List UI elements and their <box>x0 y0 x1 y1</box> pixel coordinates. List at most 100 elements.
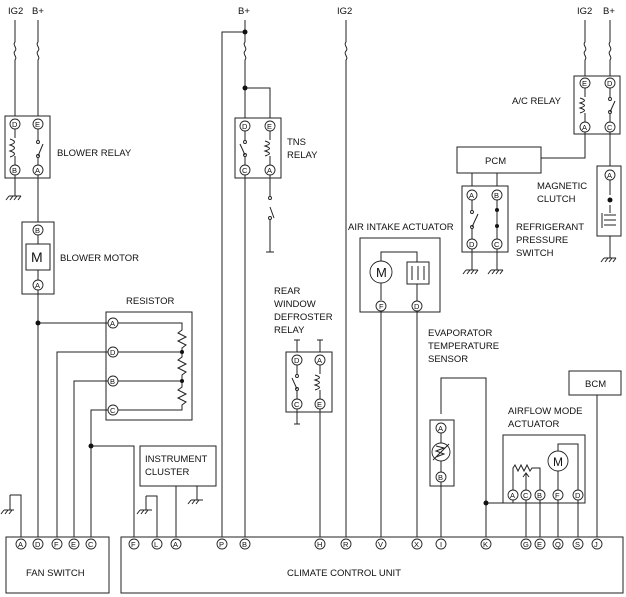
pin-b: B <box>110 377 115 386</box>
resistor-label: RESISTOR <box>126 296 175 307</box>
relay-switch-icon <box>609 100 616 113</box>
ccu-pin-i: I <box>440 540 442 549</box>
climate-control-unit-label: CLIMATE CONTROL UNIT <box>287 568 401 579</box>
pin-a: A <box>35 281 40 290</box>
pin-c: C <box>88 540 94 549</box>
refrigerant-pressure-switch: A B D C REFRIGERANT PRESSURE SWITCH <box>461 185 584 259</box>
airflow-label-2: ACTUATOR <box>508 419 560 430</box>
defroster-label-4: RELAY <box>274 325 305 336</box>
ccu-pin-h: H <box>317 540 322 549</box>
pin-d: D <box>35 540 41 549</box>
blower-relay: D E B A BLOWER RELAY <box>4 115 132 179</box>
instrument-cluster-label-1: INSTRUMENT <box>145 454 207 465</box>
ground-symbol <box>5 175 22 201</box>
refrigerant-label-1: REFRIGERANT <box>516 222 584 233</box>
pin-c: C <box>242 166 248 175</box>
ccu-pin-a: A <box>173 540 178 549</box>
fan-switch: A D F E C FAN SWITCH <box>5 536 110 594</box>
ground-symbol <box>462 249 479 275</box>
ig2-label-2: IG2 <box>337 6 352 17</box>
power-sources: IG2 B+ B+ IG2 IG2 B+ <box>8 6 615 17</box>
pin-c: C <box>523 491 529 500</box>
relay-coil-icon <box>578 97 585 114</box>
ig2-label-1: IG2 <box>8 6 23 17</box>
instrument-cluster: INSTRUMENT CLUSTER <box>139 445 217 487</box>
magnetic-clutch: MAGNETIC CLUTCH A <box>537 165 622 237</box>
pin-c: C <box>110 406 116 415</box>
defroster-label-1: REAR <box>274 286 301 297</box>
pin-e: E <box>35 120 40 129</box>
motor-m-icon: M <box>376 265 387 280</box>
blower-relay-label: BLOWER RELAY <box>57 148 132 159</box>
pin-d: D <box>469 240 475 249</box>
pin-d: D <box>575 491 581 500</box>
ground-symbol <box>136 495 158 537</box>
pin-e: E <box>317 400 322 409</box>
airflow-label-1: AIRFLOW MODE <box>508 406 582 417</box>
defroster-label-2: WINDOW <box>274 299 316 310</box>
pin-a: A <box>267 166 272 175</box>
tns-relay-label-1: TNS <box>287 137 306 148</box>
pin-b: B <box>12 166 17 175</box>
ground-symbol <box>600 236 617 263</box>
pin-e: E <box>267 122 272 131</box>
relay-coil-icon <box>8 138 15 158</box>
pin-a: A <box>582 123 587 132</box>
instrument-cluster-label-2: CLUSTER <box>145 467 189 478</box>
pcm-label: PCM <box>485 156 506 167</box>
evaporator-label-1: EVAPORATOR <box>428 328 493 339</box>
pcm: PCM <box>456 146 542 174</box>
rear-window-defroster-relay: REAR WINDOW DEFROSTER RELAY D A C E <box>274 286 333 413</box>
tns-relay: D E C A TNS RELAY <box>234 117 318 179</box>
pin-d: D <box>414 302 420 311</box>
motor-m-icon: M <box>553 455 563 469</box>
ig2-label-3: IG2 <box>577 6 592 17</box>
ccu-pin-l: L <box>154 540 158 549</box>
pin-a: A <box>510 491 515 500</box>
pin-a: A <box>18 540 23 549</box>
bcm: BCM <box>568 370 622 396</box>
pin-a: A <box>469 191 474 200</box>
ccu-pin-r: R <box>343 540 349 549</box>
pin-d: D <box>12 120 18 129</box>
airflow-mode-actuator: AIRFLOW MODE ACTUATOR M A C B F D <box>502 406 586 504</box>
pin-f: F <box>379 302 384 311</box>
pin-a: A <box>607 171 612 180</box>
pin-d: D <box>607 79 613 88</box>
bplus-label-2: B+ <box>238 6 250 17</box>
pin-d: D <box>110 348 116 357</box>
clutch-coil-icon <box>601 180 616 228</box>
magnetic-clutch-label-1: MAGNETIC <box>537 181 587 192</box>
resistor-coil-icon <box>118 322 188 411</box>
ccu-pin-q: Q <box>555 540 561 549</box>
ccu-pin-b: B <box>242 540 247 549</box>
pin-b: B <box>35 226 40 235</box>
ac-relay: E D A C A/C RELAY <box>512 75 621 135</box>
evaporator-label-2: TEMPERATURE <box>428 341 499 352</box>
pin-d: D <box>242 122 248 131</box>
resistor: RESISTOR A D B C <box>105 296 193 421</box>
ground-symbol <box>187 486 203 505</box>
refrigerant-label-3: SWITCH <box>516 248 554 259</box>
pressure-switch-icon <box>471 213 479 228</box>
climate-control-unit: F L A P B H R V X I K G E Q S J CLIMATE … <box>120 536 624 594</box>
pin-b: B <box>438 473 443 482</box>
ccu-pin-v: V <box>378 540 383 549</box>
pin-c: C <box>494 240 500 249</box>
ccu-pin-g: G <box>523 540 529 549</box>
relay-switch-icon <box>239 143 246 156</box>
ccu-pin-k: K <box>483 540 488 549</box>
ccu-pin-p: P <box>219 540 224 549</box>
bplus-label-3: B+ <box>603 6 615 17</box>
fuses <box>13 20 612 537</box>
ac-relay-label: A/C RELAY <box>512 96 562 107</box>
pin-f: F <box>54 540 59 549</box>
pin-a: A <box>110 319 115 328</box>
ground-symbol <box>0 494 22 537</box>
relay-switch-icon <box>291 377 298 390</box>
pin-c: C <box>294 400 300 409</box>
motor-m-icon: M <box>31 249 43 265</box>
tns-relay-label-2: RELAY <box>287 150 318 161</box>
defroster-label-3: DEFROSTER <box>274 312 333 323</box>
